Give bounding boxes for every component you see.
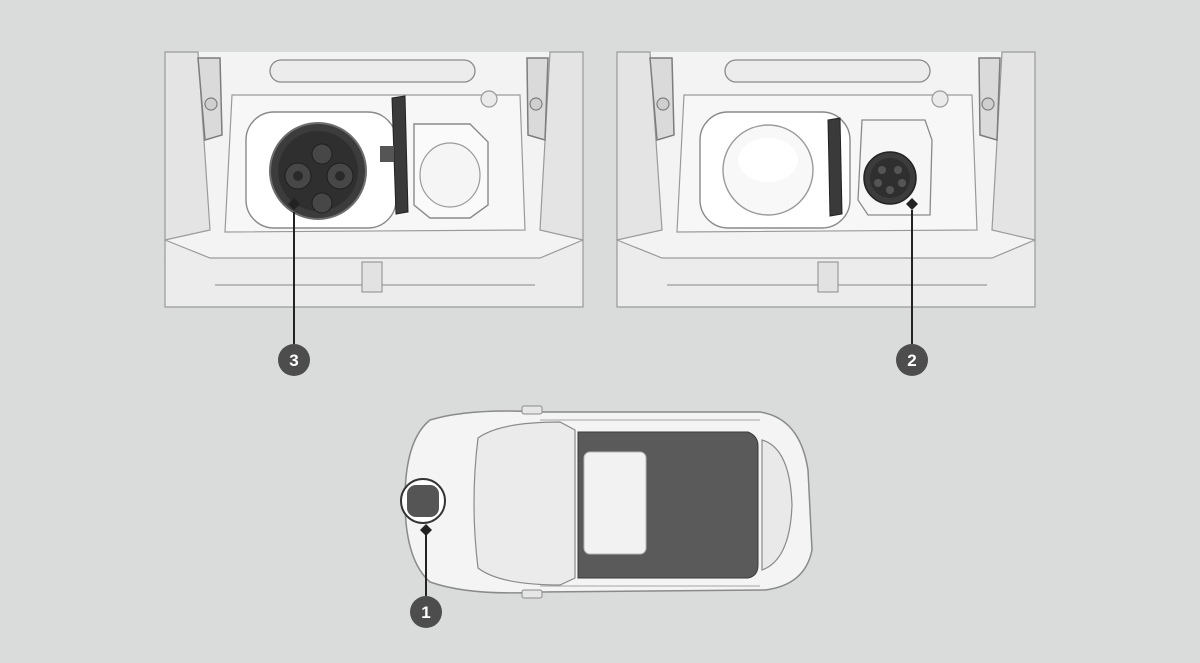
leader-pointer: [288, 198, 300, 210]
dc-charging-port-view: [164, 51, 584, 308]
sunroof: [583, 451, 647, 555]
callout-3: 3: [278, 198, 310, 376]
socket-pin: [898, 179, 906, 187]
hinge-bolt: [656, 97, 670, 111]
hinge-bolt: [981, 97, 995, 111]
callout-number: 1: [421, 603, 430, 622]
car-top-view: [400, 405, 813, 599]
top-slot: [269, 59, 476, 83]
right-pillar: [991, 51, 1036, 241]
socket-pin: [878, 166, 886, 174]
leader-pointer: [906, 198, 918, 210]
pin-hole: [293, 171, 303, 181]
ac-cap-dome: [419, 142, 481, 208]
socket-pin: [311, 192, 333, 214]
callout-badge: [410, 596, 442, 628]
left-pillar: [164, 51, 211, 241]
drain-button: [931, 90, 949, 108]
callout-number: 2: [907, 351, 916, 370]
ccs-socket-face: [278, 131, 358, 211]
callout-number: 3: [289, 351, 298, 370]
socket-pin: [886, 186, 894, 194]
windshield: [473, 421, 576, 586]
rear-window: [761, 439, 793, 571]
bumper-latch: [361, 261, 383, 293]
socket-pin: [311, 143, 333, 165]
top-slot: [724, 59, 931, 83]
cap-highlight: [738, 138, 798, 182]
bumper-latch: [817, 261, 839, 293]
mirror-right: [521, 589, 543, 599]
open-lid: [827, 117, 843, 217]
drain-button: [480, 90, 498, 108]
callout-badge: [278, 344, 310, 376]
pin-hole: [335, 171, 345, 181]
callout-badge: [896, 344, 928, 376]
open-lid: [391, 95, 409, 215]
leader-pointer: [420, 524, 432, 536]
callout-2: 2: [896, 198, 928, 376]
callout-1: 1: [410, 524, 442, 628]
right-pillar: [539, 51, 584, 241]
left-pillar: [616, 51, 663, 241]
hinge-bolt: [529, 97, 543, 111]
hinge-bolt: [204, 97, 218, 111]
charging-door: [407, 485, 439, 517]
mirror-left: [521, 405, 543, 415]
lid-latch: [380, 146, 394, 162]
ac-charging-port-view: [616, 51, 1036, 308]
socket-pin: [874, 179, 882, 187]
socket-pin: [894, 166, 902, 174]
